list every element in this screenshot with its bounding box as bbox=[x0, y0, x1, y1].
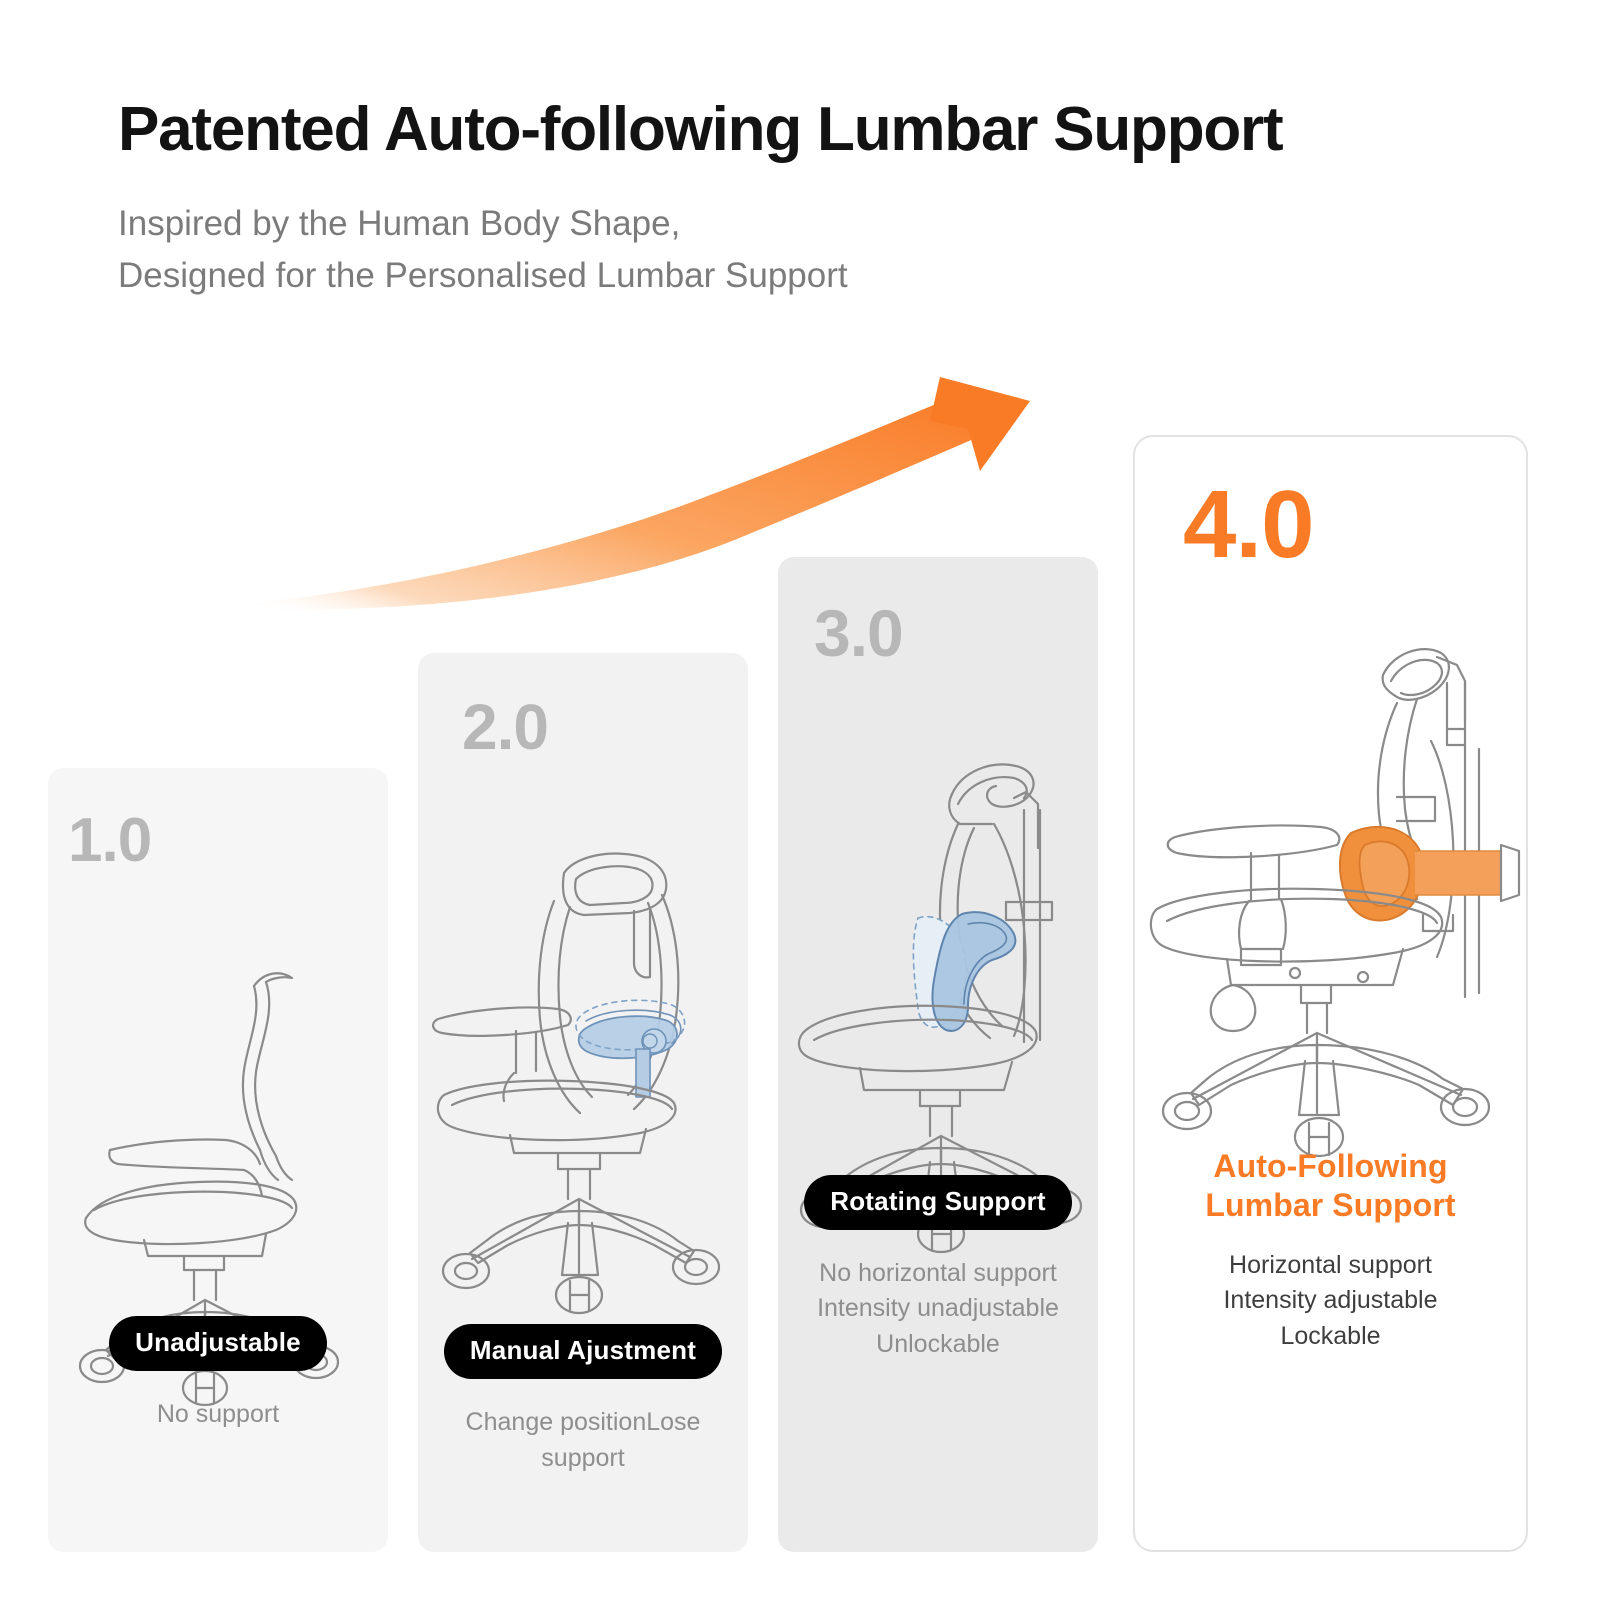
version-label-3: 3.0 bbox=[814, 596, 904, 670]
desc-line: Horizontal support bbox=[1229, 1250, 1432, 1279]
card-description-4: Horizontal support Intensity adjustable … bbox=[1223, 1248, 1437, 1355]
page-title: Patented Auto-following Lumbar Support bbox=[118, 95, 1284, 164]
subtitle-line-1: Inspired by the Human Body Shape, bbox=[118, 204, 681, 244]
headline-line: Lumbar Support bbox=[1205, 1187, 1456, 1224]
desc-line: Unlockable bbox=[876, 1329, 1000, 1358]
version-label-1: 1.0 bbox=[68, 806, 152, 875]
version-label-2: 2.0 bbox=[462, 691, 549, 763]
desc-line: No horizontal support bbox=[819, 1258, 1057, 1287]
status-badge-2: Manual Ajustment bbox=[443, 1324, 723, 1379]
desc-line: support bbox=[541, 1443, 625, 1472]
card-description-3: No horizontal support Intensity unadjust… bbox=[817, 1256, 1059, 1363]
desc-line: Intensity adjustable bbox=[1223, 1286, 1438, 1314]
card-footer-2: Manual Ajustment Change positionLose sup… bbox=[418, 1324, 748, 1476]
status-badge-1: Unadjustable bbox=[109, 1315, 327, 1371]
card-description-2: Change positionLose support bbox=[466, 1405, 701, 1476]
headline-line: Auto-Following bbox=[1213, 1148, 1448, 1185]
desc-line: Lockable bbox=[1280, 1321, 1381, 1350]
desc-line: Change positionLose bbox=[465, 1408, 701, 1436]
card-headline-4: Auto-Following Lumbar Support bbox=[1205, 1147, 1455, 1225]
page-subtitle: Inspired by the Human Body Shape, Design… bbox=[118, 198, 1518, 302]
version-label-4: 4.0 bbox=[1183, 471, 1314, 578]
desc-line: No support bbox=[156, 1399, 280, 1428]
chair-illustration-3 bbox=[797, 763, 1083, 1254]
chair-illustration-1 bbox=[78, 972, 340, 1407]
card-footer-4: Auto-Following Lumbar Support Horizontal… bbox=[1135, 1147, 1526, 1354]
card-footer-1: Unadjustable No support bbox=[48, 1315, 388, 1433]
chair-illustration-2 bbox=[432, 852, 721, 1315]
version-card-2[interactable]: 2.0 bbox=[418, 653, 748, 1552]
card-description-1: No support bbox=[157, 1397, 279, 1433]
desc-line: Intensity unadjustable bbox=[817, 1294, 1059, 1322]
version-card-1[interactable]: 1.0 bbox=[48, 768, 388, 1552]
header-block: Patented Auto-following Lumbar Support I… bbox=[118, 95, 1518, 302]
chair-illustration-4 bbox=[1149, 648, 1521, 1158]
subtitle-line-2: Designed for the Personalised Lumbar Sup… bbox=[118, 255, 848, 295]
status-badge-3: Rotating Support bbox=[804, 1174, 1072, 1230]
version-card-3[interactable]: 3.0 bbox=[778, 557, 1098, 1552]
card-footer-3: Rotating Support No horizontal support I… bbox=[778, 1174, 1098, 1363]
version-card-4[interactable]: 4.0 bbox=[1133, 435, 1528, 1552]
